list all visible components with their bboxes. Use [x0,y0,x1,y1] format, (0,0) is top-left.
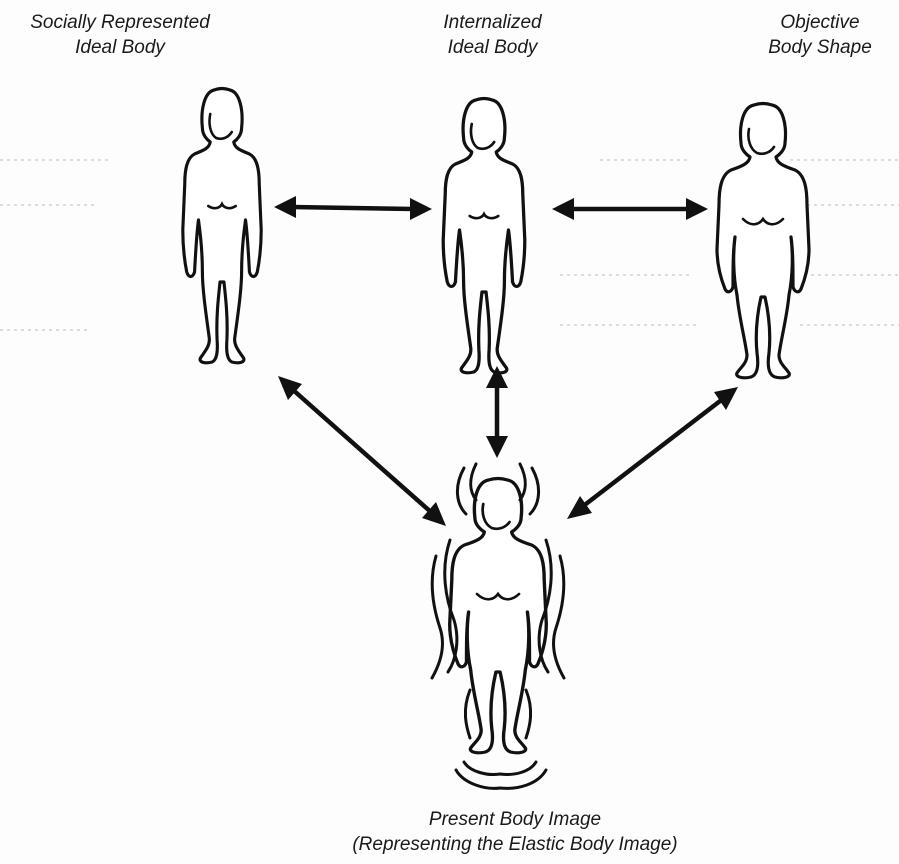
figure-objective-body-shape [717,104,809,378]
figure-internalized-ideal-body [443,99,525,373]
arrow-internalized-objective [552,198,708,220]
arrow-social-internalized [274,196,432,220]
arrow-objective-present [567,387,738,519]
figure-socially-represented-ideal-body [183,89,261,363]
arrow-social-present [278,376,446,526]
arrow-internalized-present [486,366,508,458]
